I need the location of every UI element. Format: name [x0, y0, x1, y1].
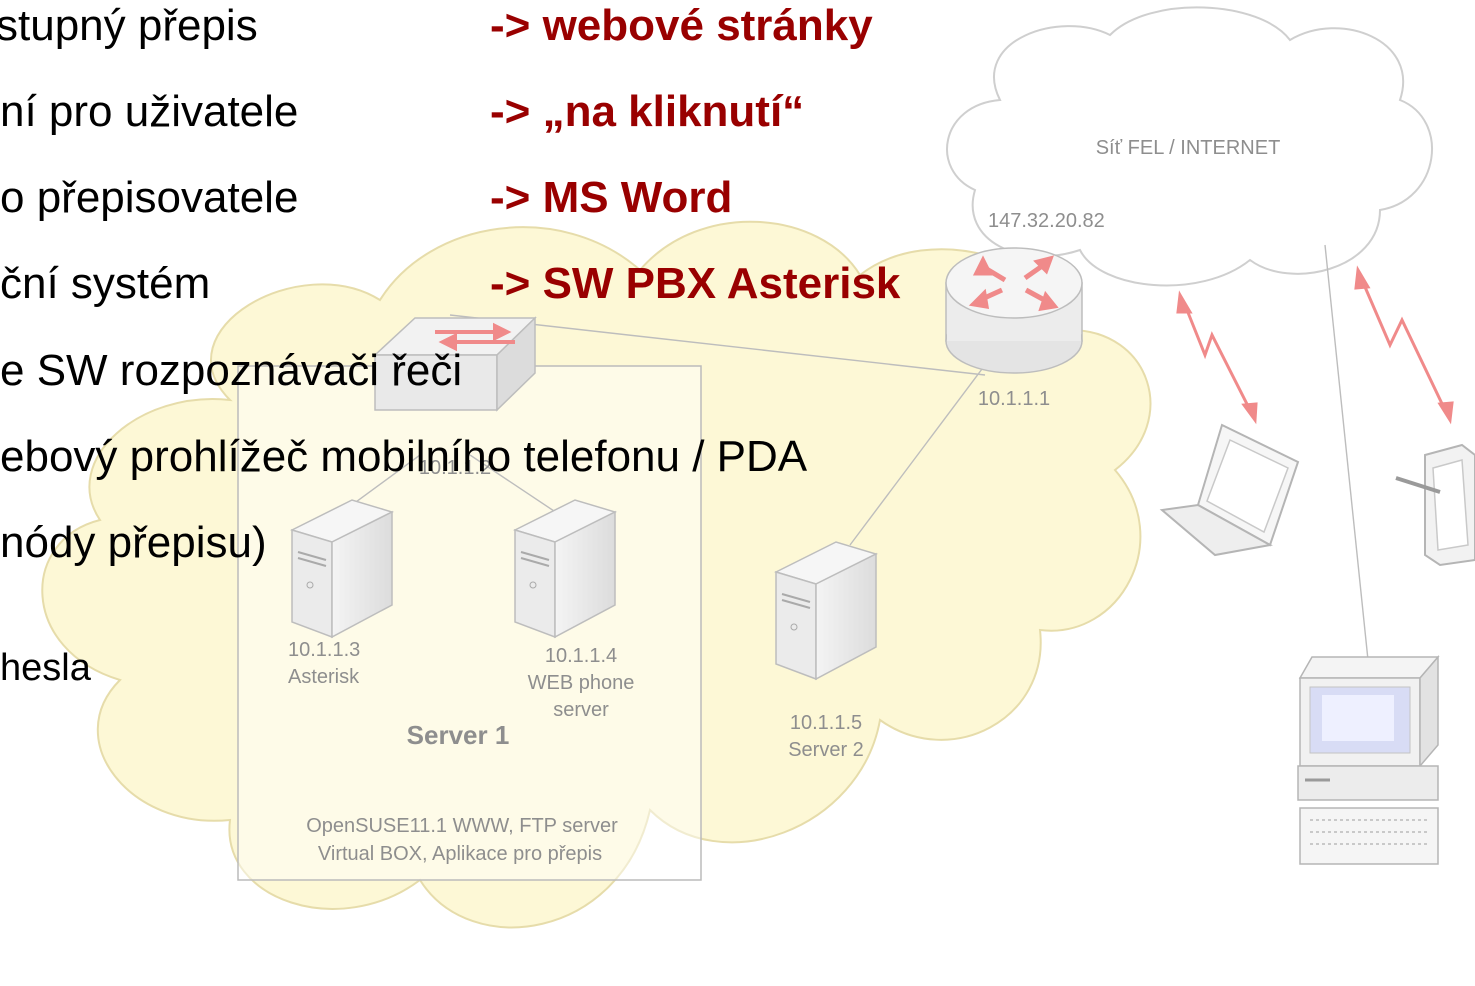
pda-icon [1395, 443, 1475, 567]
bullet-text-5: e SW rozpoznávači řeči [0, 346, 463, 395]
arrow-sw-pbx-asterisk: -> SW PBX Asterisk [490, 259, 901, 308]
arrow-on-click: -> „na kliknutí“ [490, 87, 805, 136]
switch-icon [373, 316, 537, 412]
bullet-text-2: ní pro uživatele [0, 87, 299, 136]
wifi-signal-icon [1176, 290, 1258, 425]
router-lan-ip: 10.1.1.1 [978, 388, 1050, 410]
server2-icon [773, 541, 879, 681]
router-public-ip: 147.32.20.82 [988, 210, 1105, 232]
switch-ip-label: 10.1.1.2 [419, 457, 491, 479]
router-icon [945, 247, 1083, 374]
server2-name: Server 2 [788, 739, 864, 761]
server1-title: Server 1 [407, 720, 510, 750]
link-switch-router [449, 314, 986, 376]
arrow-ms-word: -> MS Word [490, 173, 733, 222]
wifi-signal-icon [1354, 265, 1454, 425]
arrow-web-pages: -> webové stránky [490, 1, 873, 50]
bullet-text-7: nódy přepisu) [0, 518, 267, 567]
asterisk-ip: 10.1.1.3 [288, 639, 360, 661]
web-ip: 10.1.1.4 [545, 645, 617, 667]
link-internet-pc [1324, 244, 1369, 661]
server1-info-line1: OpenSUSE11.1 WWW, FTP server [306, 815, 618, 837]
link-router-server2 [849, 364, 986, 546]
link-switch-asterisk [344, 454, 421, 511]
asterisk-name: Asterisk [288, 666, 360, 688]
asterisk-server-icon [289, 499, 395, 639]
bullet-text-3: o přepisovatele [0, 173, 299, 222]
internet-cloud-label: Síť FEL / INTERNET [1096, 137, 1281, 159]
bullet-text-8: hesla [0, 647, 91, 689]
link-switch-web [469, 454, 561, 516]
bullet-text-4: ční systém [0, 259, 211, 308]
server2-ip: 10.1.1.5 [790, 712, 862, 734]
bullet-text-6: ebový prohlížeč mobilního telefonu / PDA [0, 432, 808, 481]
bullet-text-1: stupný přepis [0, 1, 258, 50]
laptop-icon [1159, 423, 1300, 557]
server1-info-line2: Virtual BOX, Aplikace pro přepis [318, 843, 602, 865]
internet-cloud [946, 6, 1434, 287]
desktop-computer-icon [1297, 654, 1440, 865]
web-server-icon [512, 499, 618, 639]
web-name-line1: WEB phone [528, 672, 635, 694]
web-name-line2: server [553, 699, 609, 721]
